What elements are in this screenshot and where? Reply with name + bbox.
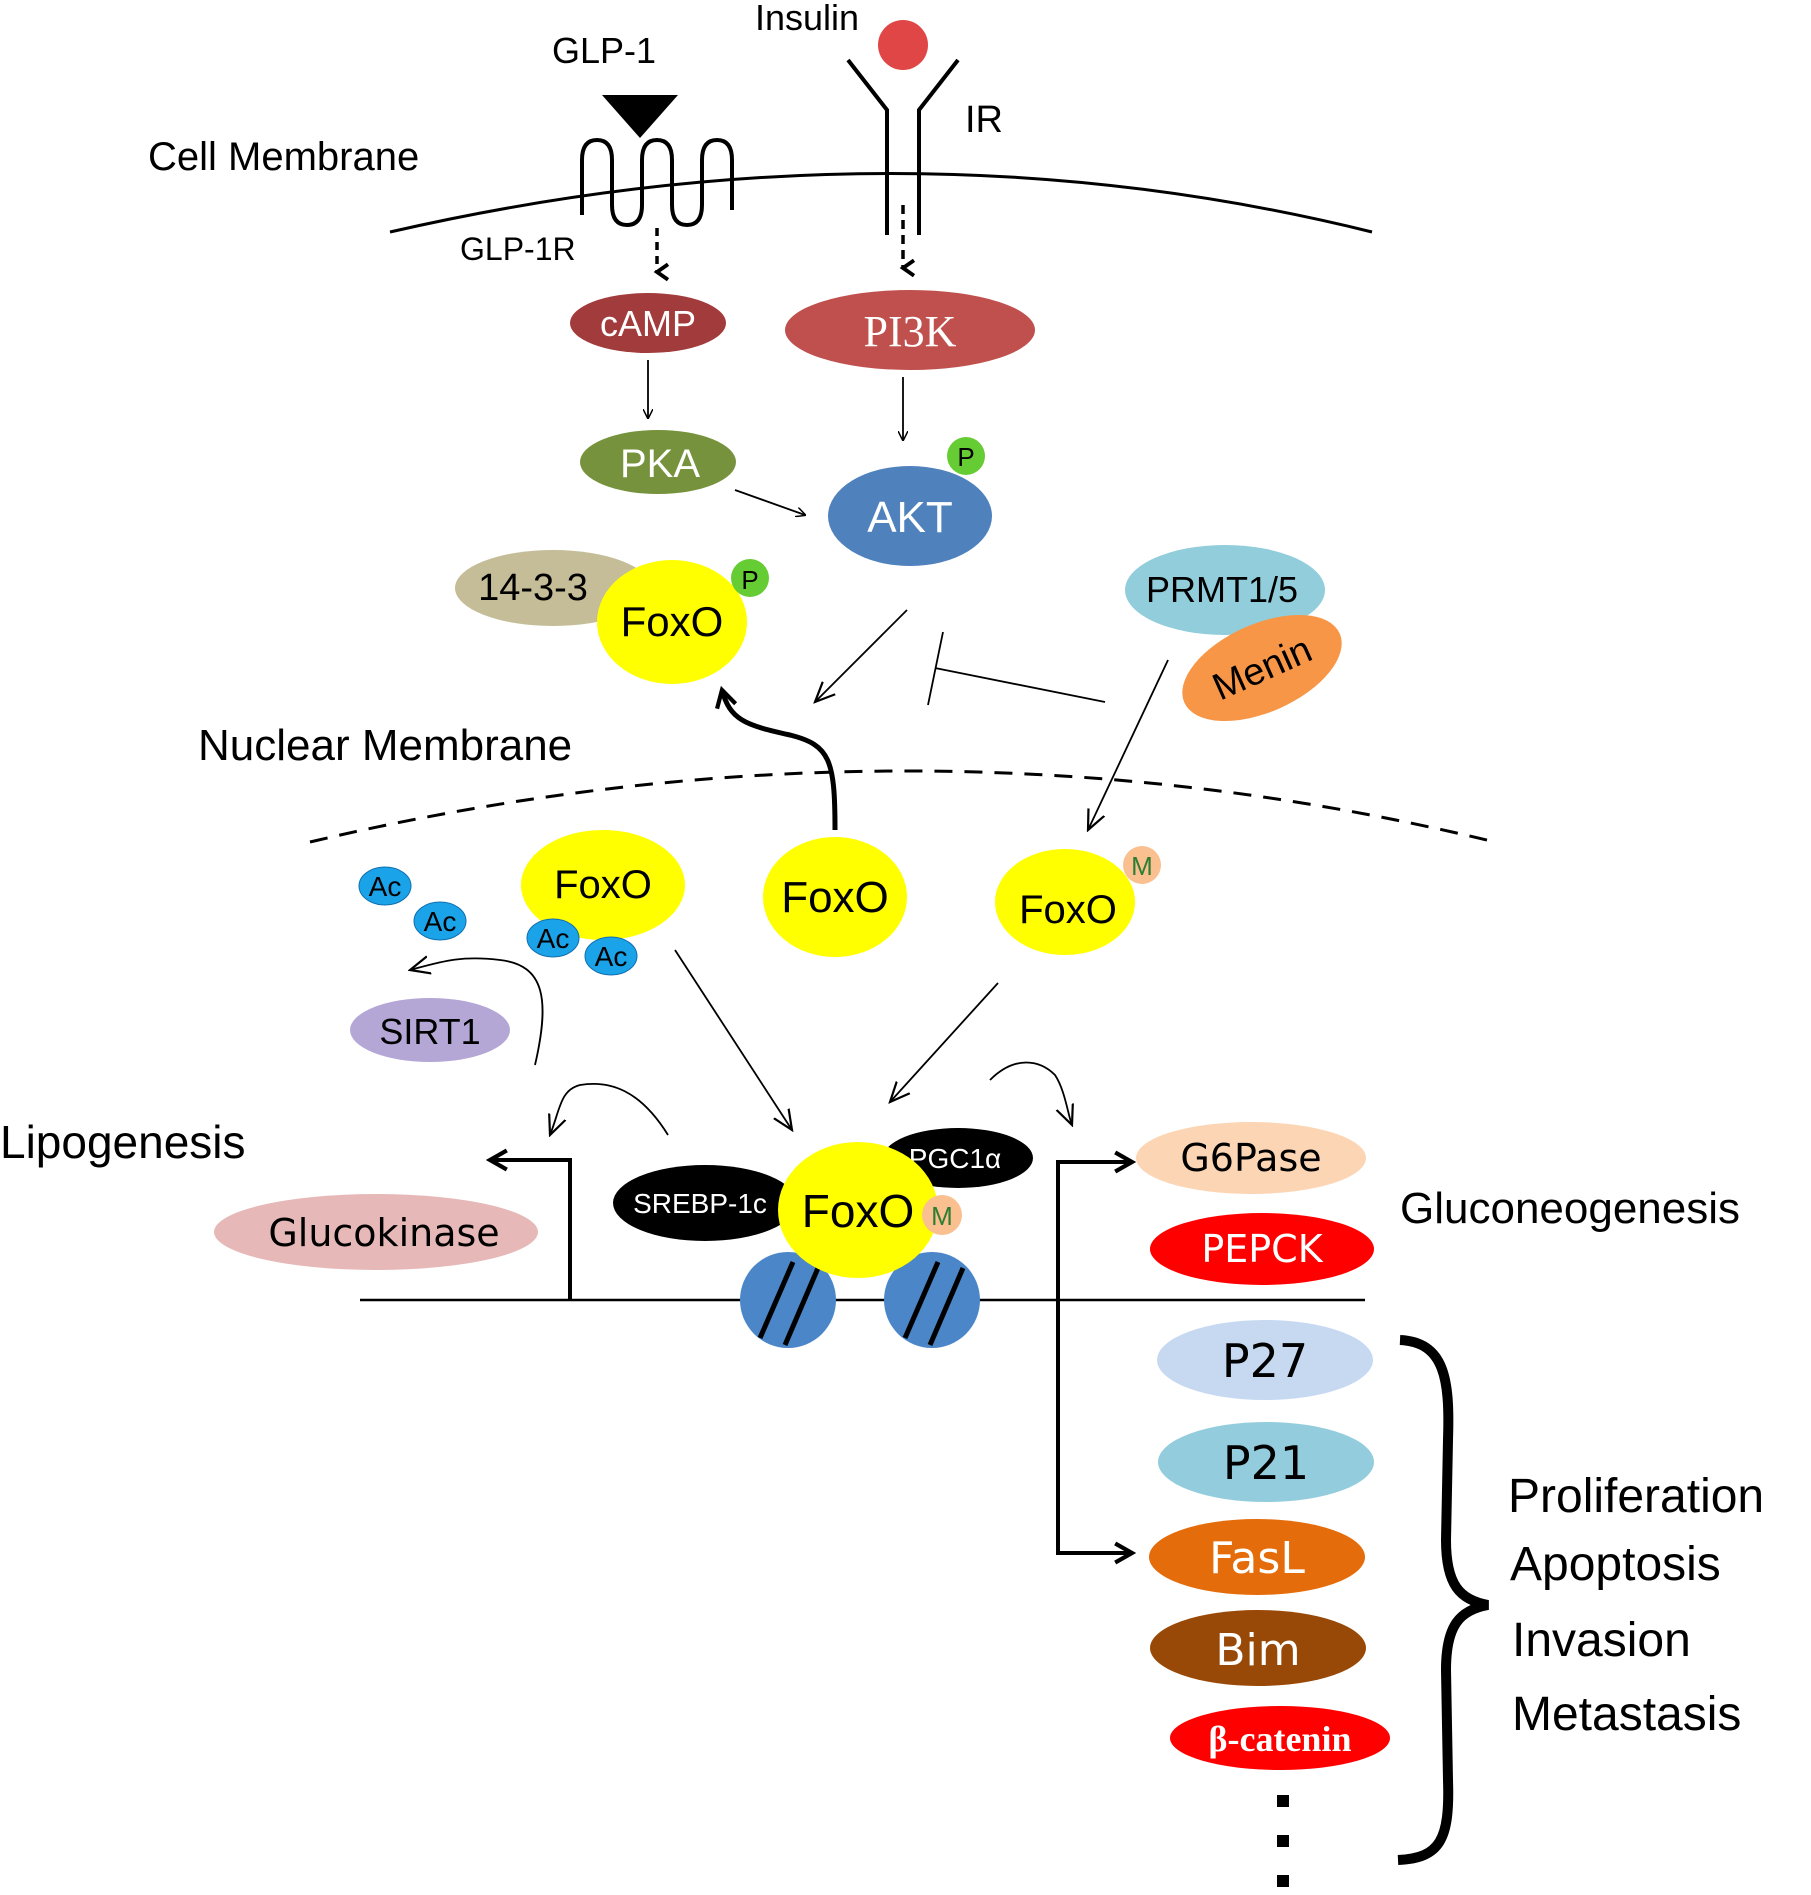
- glp1r-receptor-icon: [580, 137, 734, 228]
- histone-icon: [884, 1252, 980, 1348]
- foxo-phospho-label: P: [741, 565, 758, 595]
- cell-membrane-label: Cell Membrane: [148, 135, 419, 179]
- nuclear-membrane-line: [309, 769, 1496, 844]
- foxo-methyl-label: M: [1131, 851, 1153, 881]
- pepck-label: PEPCK: [1201, 1227, 1323, 1271]
- pi3k-node: PI3K: [785, 290, 1035, 370]
- prmt-node: PRMT1/5: [1125, 545, 1325, 635]
- acetyl-label: Ac: [424, 906, 457, 937]
- foxo-methyl-badge: M: [1123, 846, 1161, 884]
- gluconeogenesis-promoter-arrow: [1056, 1150, 1137, 1555]
- outcome-brace-icon: [1397, 1335, 1490, 1865]
- insulin-label: Insulin: [755, 0, 859, 38]
- foxo-acetylated-label: FoxO: [554, 863, 652, 907]
- foxo-complex-label: FoxO: [802, 1185, 914, 1237]
- prmt-foxo-methyl-arrow: [1088, 659, 1169, 830]
- camp-node: cAMP: [570, 293, 726, 353]
- outcome-label: Metastasis: [1512, 1688, 1741, 1741]
- lipogenesis-label: Lipogenesis: [0, 1116, 246, 1168]
- pka-akt-arrow: [734, 489, 805, 515]
- bcatenin-node: β-catenin: [1170, 1706, 1390, 1770]
- outcomes-list: Proliferation Apoptosis Invasion Metasta…: [1508, 1470, 1764, 1741]
- acetyl-badge: Ac: [413, 901, 467, 941]
- cell-membrane-line: [389, 172, 1373, 234]
- acetyl-label: Ac: [369, 871, 402, 902]
- srebp-node: SREBP-1c: [613, 1165, 797, 1241]
- srebp-to-lipogenesis-curve-arrow: [550, 1082, 669, 1135]
- outcome-label: Apoptosis: [1510, 1538, 1721, 1591]
- foxo-cytoplasmic-node: FoxO: [597, 560, 747, 684]
- ir-label: IR: [965, 99, 1003, 141]
- akt-label: AKT: [867, 493, 953, 542]
- foxo-nuclear-export-arrow: [715, 685, 838, 831]
- menin-node: Menin: [1182, 614, 1342, 722]
- g6pase-node: G6Pase: [1136, 1122, 1366, 1194]
- pi3k-label: PI3K: [864, 307, 957, 356]
- akt-phospho-label: P: [957, 442, 974, 472]
- glp1-triangle-icon: [602, 95, 678, 138]
- bim-label: Bim: [1215, 1625, 1300, 1676]
- glp1r-label: GLP-1R: [460, 231, 576, 267]
- foxo-phospho-badge: P: [731, 559, 769, 597]
- foxo-nuclear-node: FoxO: [763, 837, 907, 957]
- g6pase-label: G6Pase: [1180, 1136, 1321, 1180]
- foxo-acetylated-node: FoxO: [521, 830, 685, 940]
- acetyl-groups: Ac Ac Ac Ac: [358, 866, 638, 976]
- p27-node: P27: [1157, 1320, 1373, 1400]
- sirt1-label: SIRT1: [379, 1011, 480, 1052]
- foxo-acetylated-to-complex-arrow: [674, 949, 792, 1130]
- 14-3-3-label: 14-3-3: [478, 567, 588, 609]
- prmt-label: PRMT1/5: [1146, 569, 1298, 610]
- foxo-methylated-label: FoxO: [1019, 888, 1117, 932]
- sirt1-node: SIRT1: [350, 998, 510, 1062]
- foxo-methylated-to-complex-arrow: [890, 982, 999, 1102]
- foxo-nuclear-label: FoxO: [781, 873, 889, 922]
- pgc1a-to-gluconeogenesis-curve-arrow: [989, 1061, 1072, 1126]
- bcatenin-label: β-catenin: [1209, 1719, 1352, 1759]
- outcome-label: Invasion: [1512, 1614, 1691, 1667]
- foxo-complex-methyl-label: M: [931, 1201, 953, 1231]
- glp1-label: GLP-1: [552, 30, 656, 71]
- pka-label: PKA: [620, 442, 700, 486]
- srebp-label: SREBP-1c: [633, 1188, 767, 1219]
- glucokinase-label: Glucokinase: [268, 1211, 499, 1255]
- sirt1-deacetylation-arrow: [410, 958, 544, 1066]
- foxo-methylated-node: FoxO: [995, 849, 1135, 955]
- acetyl-label: Ac: [537, 923, 570, 954]
- foxo-cytoplasmic-label: FoxO: [621, 598, 724, 645]
- fasl-label: FasL: [1209, 1533, 1305, 1584]
- pka-node: PKA: [580, 430, 736, 494]
- prmt-inhibits-akt-foxo: [927, 631, 1106, 706]
- fasl-node: FasL: [1149, 1519, 1365, 1595]
- p21-node: P21: [1158, 1422, 1374, 1502]
- acetyl-badge: Ac: [358, 866, 412, 906]
- more-genes-ellipsis-icon: [1277, 1795, 1289, 1887]
- nuclear-membrane-label: Nuclear Membrane: [198, 721, 572, 770]
- insulin-ligand-icon: [878, 20, 928, 70]
- camp-label: cAMP: [600, 303, 696, 344]
- insulin-receptor-icon: [846, 58, 960, 235]
- bim-node: Bim: [1150, 1610, 1366, 1686]
- p21-label: P21: [1223, 1436, 1309, 1490]
- acetyl-badge: Ac: [526, 918, 580, 958]
- p27-label: P27: [1222, 1334, 1308, 1388]
- akt-foxo-arrow: [815, 609, 908, 702]
- foxo-complex-node: FoxO: [778, 1142, 938, 1278]
- akt-node: AKT: [828, 466, 992, 566]
- pgc1a-label: PGC1α: [909, 1143, 1001, 1174]
- glucokinase-node: Glucokinase: [214, 1194, 538, 1270]
- acetyl-label: Ac: [595, 941, 628, 972]
- lipogenesis-promoter-arrow: [485, 1148, 572, 1300]
- acetyl-badge: Ac: [584, 936, 638, 976]
- outcome-label: Proliferation: [1508, 1470, 1764, 1523]
- pepck-node: PEPCK: [1150, 1213, 1374, 1285]
- glp1-ligand: GLP-1: [552, 30, 678, 138]
- gluconeogenesis-label: Gluconeogenesis: [1400, 1184, 1740, 1233]
- foxo-complex-methyl-badge: M: [922, 1195, 962, 1235]
- akt-phospho-badge: P: [947, 437, 985, 475]
- histone-icon: [740, 1252, 836, 1348]
